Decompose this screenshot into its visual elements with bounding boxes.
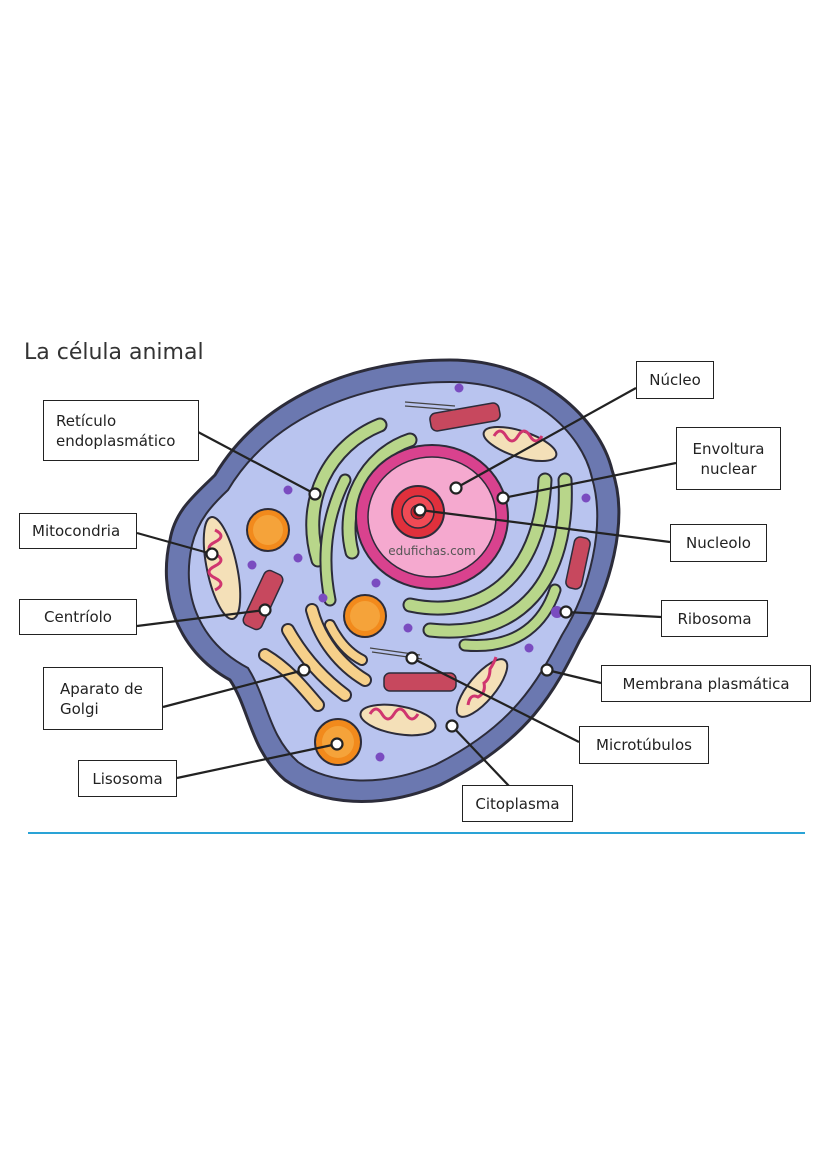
label-centriolo: Centríolo xyxy=(19,599,137,635)
ribosomes xyxy=(247,383,591,762)
label-reticulo-endoplasmatico: Retículo endoplasmático xyxy=(43,400,199,461)
golgi-apparatus xyxy=(258,603,372,712)
label-mitocondria: Mitocondria xyxy=(19,513,137,549)
label-nucleolo: Nucleolo xyxy=(670,524,767,562)
divider-line xyxy=(28,832,805,834)
label-envoltura-nuclear: Envoltura nuclear xyxy=(676,427,781,490)
label-ribosoma: Ribosoma xyxy=(661,600,768,637)
leader-endpoints xyxy=(205,481,573,751)
centrioles xyxy=(242,402,591,692)
label-microtubulos: Microtúbulos xyxy=(579,726,709,764)
lysosomes xyxy=(246,508,387,766)
label-membrana-plasmatica: Membrana plasmática xyxy=(601,665,811,702)
label-lisosoma: Lisosoma xyxy=(78,760,177,797)
label-aparato-de-golgi: Aparato de Golgi xyxy=(43,667,163,730)
endoplasmic-reticulum xyxy=(305,417,573,653)
page-title: La célula animal xyxy=(24,340,204,365)
mitochondria xyxy=(202,425,558,737)
leader-lines xyxy=(136,387,677,787)
watermark: edufichas.com xyxy=(388,544,475,558)
nucleus xyxy=(355,444,509,590)
label-citoplasma: Citoplasma xyxy=(462,785,573,822)
label-nucleo: Núcleo xyxy=(636,361,714,399)
